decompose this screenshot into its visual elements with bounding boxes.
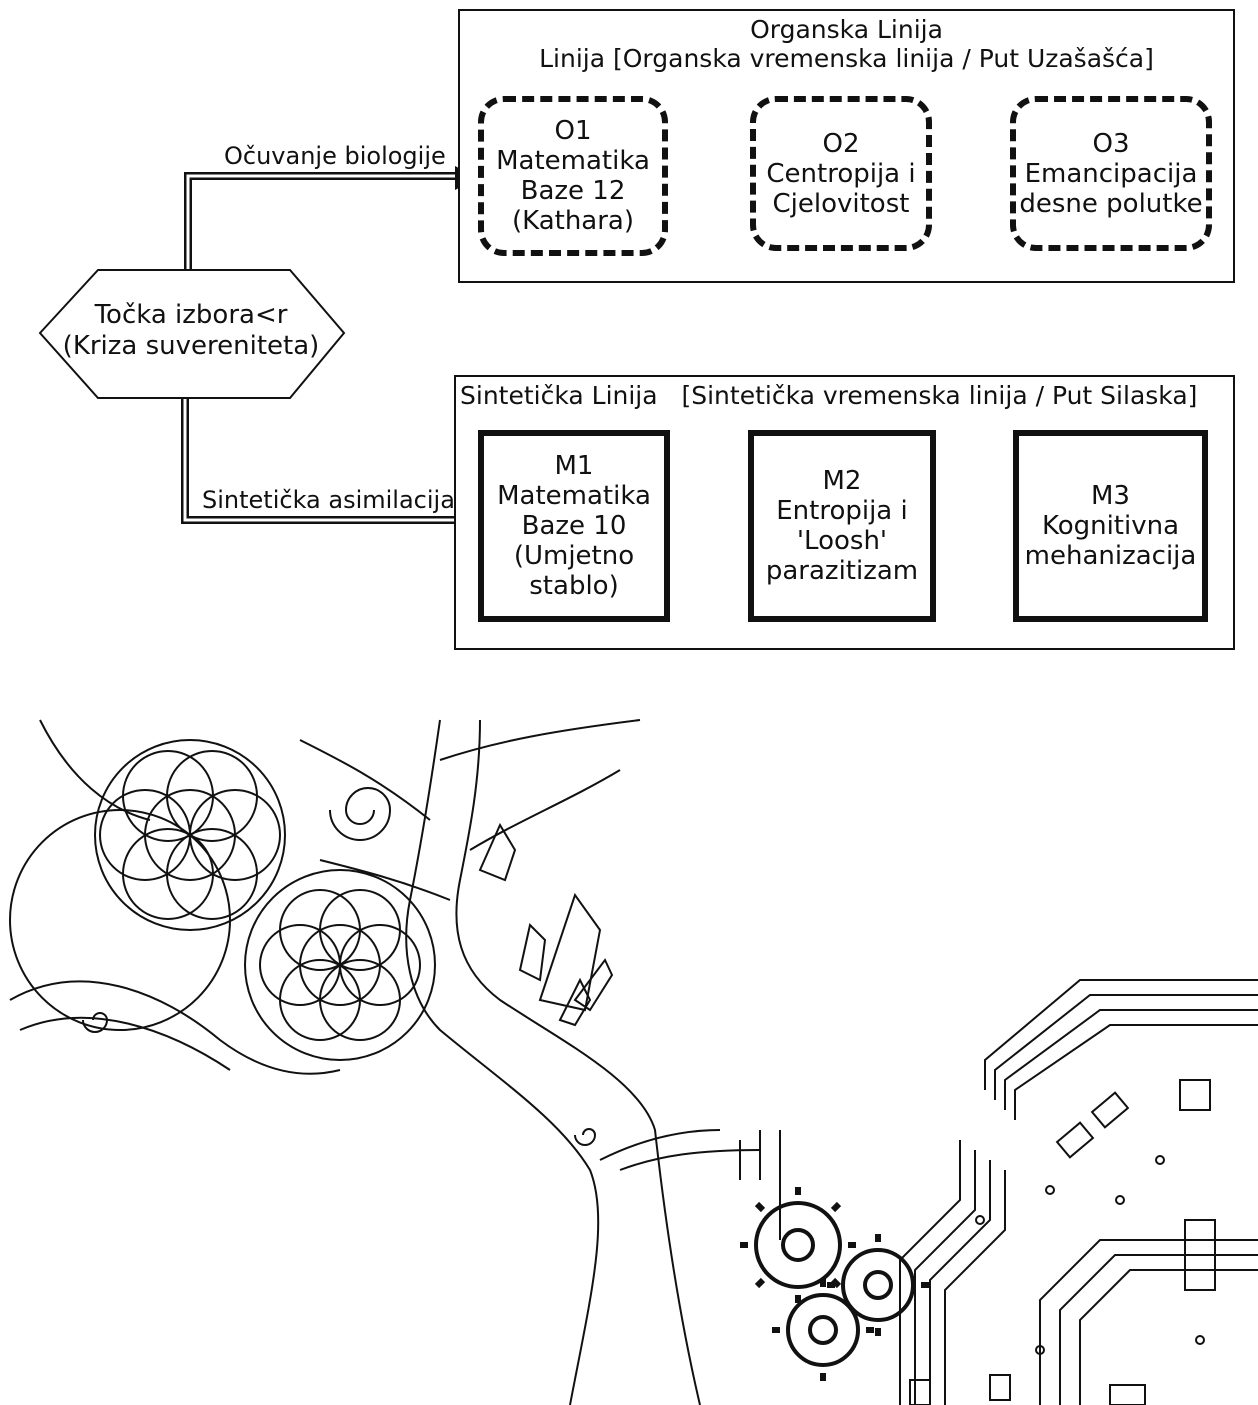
node-o1: O1 Matematika Baze 12 (Kathara) xyxy=(478,96,668,256)
edge-to-organic-line xyxy=(184,166,478,270)
choice-hexagon xyxy=(38,269,346,399)
organic-group-title: Organska Linija xyxy=(750,15,943,44)
choice-node-label: Točka izbora<r (Kriza suvereniteta) xyxy=(46,300,336,362)
choice-node-line2: (Kriza suvereniteta) xyxy=(62,331,320,361)
tree-icon xyxy=(299,719,761,1405)
gear-icon xyxy=(740,1187,929,1381)
crystal-icon xyxy=(478,822,614,1027)
node-m3: M3 Kognitivna mehanizacija xyxy=(1013,430,1208,622)
synthetic-group-subtitle: [Sintetička vremenska linija / Put Silas… xyxy=(681,381,1198,410)
edge-to-synthetic-line xyxy=(181,398,478,536)
flower-of-life-icon xyxy=(9,739,436,1061)
edge-label-organic: Očuvanje biologije xyxy=(224,142,446,170)
node-m2: M2 Entropija i 'Loosh' parazitizam xyxy=(748,430,936,622)
node-o2: O2 Centropija i Cjelovitost xyxy=(750,96,932,251)
node-o3: O3 Emancipacija desne polutke xyxy=(1010,96,1212,251)
organic-group-subtitle: Linija [Organska vremenska linija / Put … xyxy=(539,44,1154,73)
choice-node-line1: Točka izbora<r xyxy=(94,300,288,330)
edge-label-synthetic: Sintetička asimilacija xyxy=(202,486,455,514)
synthetic-group-title: Sintetička Linija xyxy=(460,381,658,410)
illustration xyxy=(9,719,1258,1405)
circuit-board-icon xyxy=(739,979,1258,1405)
node-m1: M1 Matematika Baze 10 (Umjetno stablo) xyxy=(478,430,670,622)
synthetic-group-header: Sintetička Linija [Sintetička vremenska … xyxy=(460,381,1197,411)
